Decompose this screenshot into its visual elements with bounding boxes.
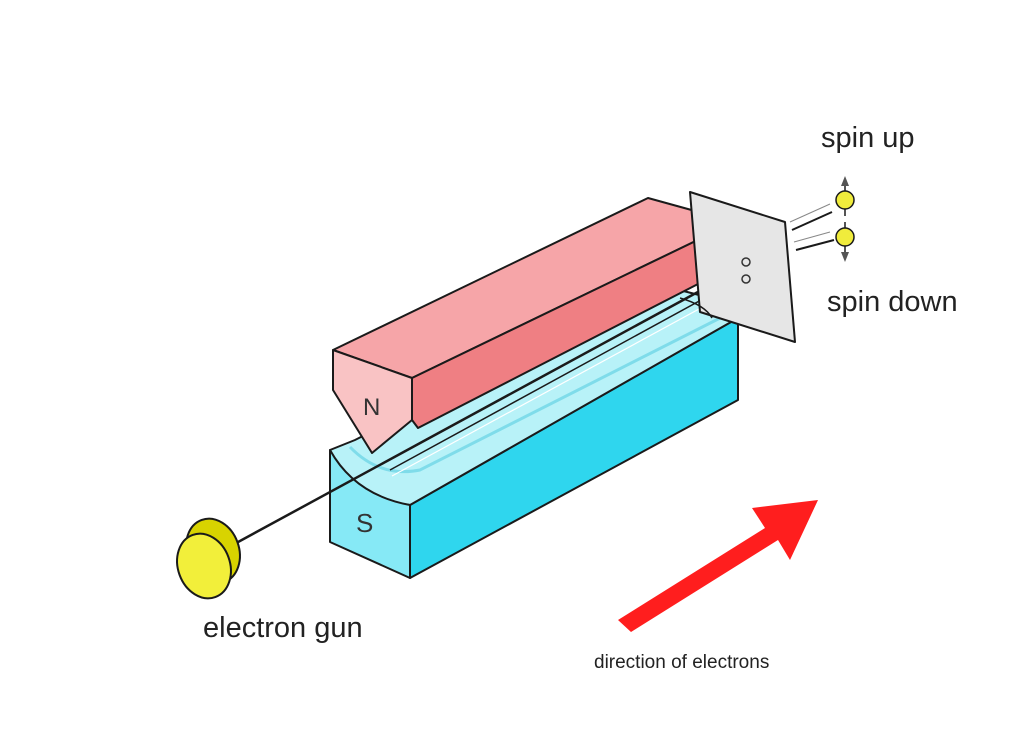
spin-down-electron [835,222,855,262]
north-pole-label: N [363,394,380,421]
electron-gun-icon [176,517,241,600]
direction-label: direction of electrons [594,652,769,673]
south-pole-label: S [356,508,373,538]
north-magnet-front [332,349,413,454]
detector-screen-icon [689,191,796,343]
spin-down-label: spin down [827,286,958,318]
spin-up-label: spin up [821,122,915,154]
south-magnet-groove [348,311,731,474]
electron-gun-label: electron gun [203,612,363,644]
electron-beam [204,266,746,562]
split-point-upper [741,257,751,267]
detector-screen [679,191,835,343]
split-point-lower [741,274,751,284]
direction-arrow-icon [618,500,818,632]
spin-up-electron [835,176,855,216]
